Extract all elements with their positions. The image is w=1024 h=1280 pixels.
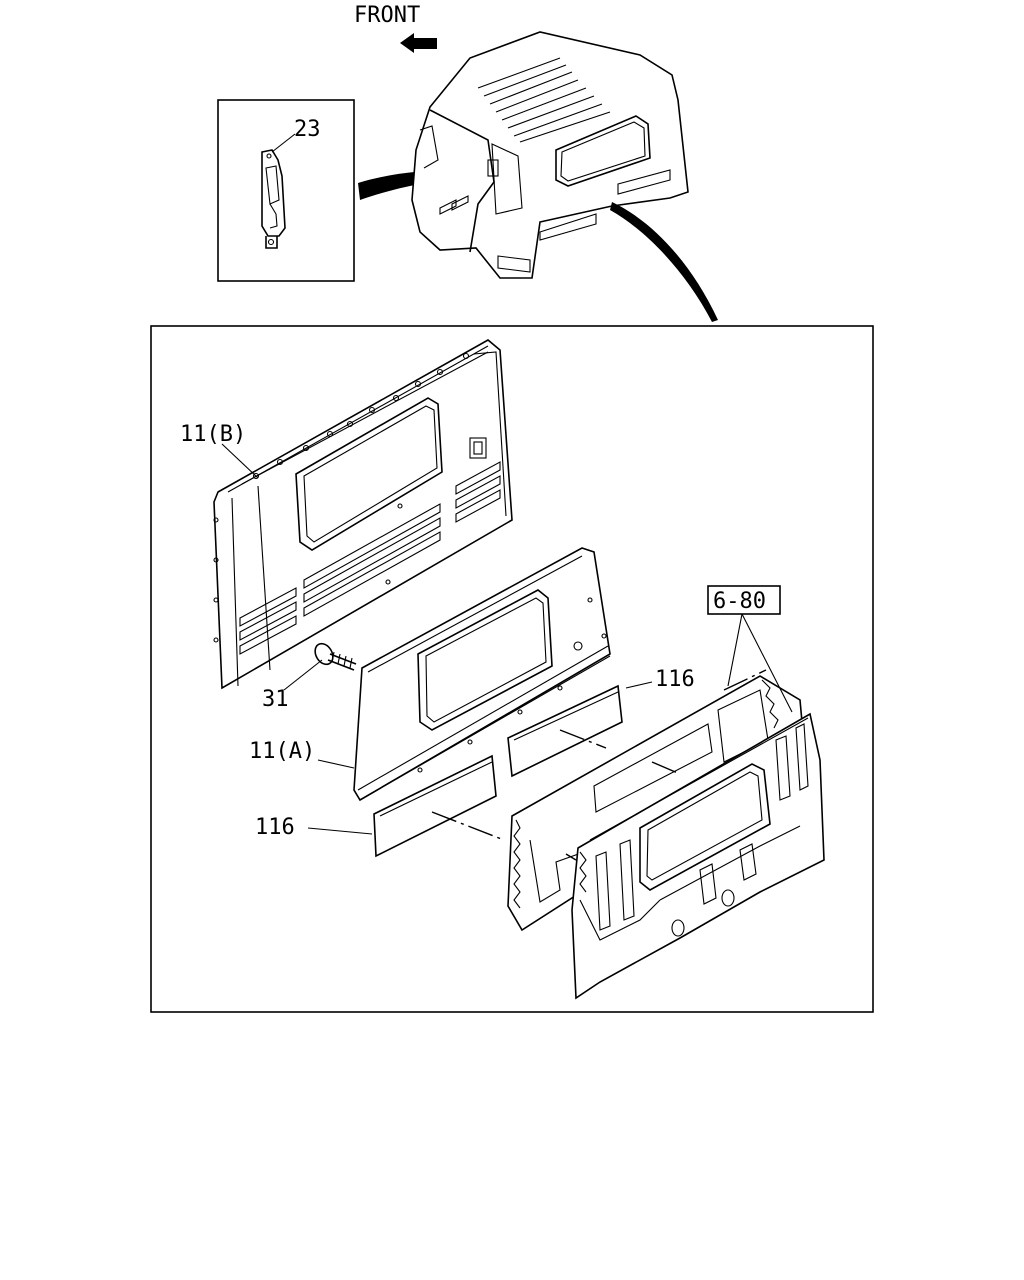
main-detail-frame: [150, 325, 874, 1013]
assembly-lines: [431, 669, 767, 861]
front-arrow-icon: [400, 33, 437, 53]
leader-6-80-b: [741, 613, 793, 713]
detail-frame: [217, 99, 355, 282]
leader-116-lower: [307, 827, 373, 835]
cab-overview: [411, 31, 689, 279]
leader-6-80-a: [727, 613, 743, 687]
callout-23: 23: [294, 117, 321, 142]
leader-23: [271, 133, 296, 153]
reference-box: [707, 585, 781, 615]
reference-6-80: 6-80: [707, 585, 793, 713]
panel-11a: [353, 547, 611, 802]
pointer-to-main-view: [610, 202, 718, 322]
pad-116-upper: [507, 684, 623, 778]
callout-31: 31: [262, 687, 289, 712]
callout-11b: 11(B): [180, 422, 246, 447]
front-indicator: FRONT: [354, 3, 437, 53]
screw-31: [314, 642, 357, 671]
callout-11a: 11(A): [249, 739, 315, 764]
leader-31: [283, 659, 323, 691]
leader-116-upper: [625, 681, 653, 689]
rear-body-panel: [507, 675, 825, 1000]
callout-116-upper: 116: [655, 667, 695, 692]
callout-116-lower: 116: [255, 815, 295, 840]
front-label: FRONT: [354, 3, 420, 28]
detail-box-23: 23: [217, 99, 355, 282]
leader-11b: [221, 443, 259, 479]
leader-11a: [317, 759, 355, 769]
pad-116-lower: [373, 754, 497, 858]
bracket-23-drawing: [261, 149, 286, 249]
panel-11b: [213, 339, 513, 690]
callout-6-80: 6-80: [713, 589, 766, 614]
